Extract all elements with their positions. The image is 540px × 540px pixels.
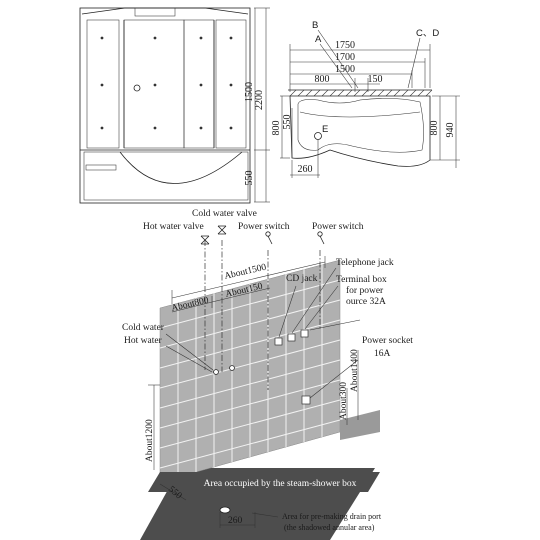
drain-e	[314, 132, 322, 140]
power-switch-2-label: Power switch	[312, 222, 364, 232]
wall-hatch	[288, 89, 433, 97]
tub-apron-curve	[119, 151, 243, 184]
label-e: E	[322, 124, 328, 135]
power-socket-amp: 16A	[374, 349, 391, 359]
power-switch-1-label: Power switch	[238, 222, 290, 232]
hot-water-valve-label: Hot water valve	[143, 222, 204, 232]
tub-inner	[297, 98, 424, 153]
ource-label: ource 32A	[346, 297, 386, 307]
about1200-label: About1200	[145, 419, 155, 462]
cold-water-label: Cold water	[122, 323, 165, 333]
about1400-label: About1400	[350, 349, 360, 392]
label-cd: C、D	[416, 28, 439, 39]
power-socket-box	[301, 395, 311, 405]
about300-label: About300	[339, 382, 349, 420]
power-switch-1	[265, 231, 273, 245]
dim-260-top: 260	[298, 164, 313, 175]
dim-2200: 2200	[254, 90, 265, 110]
cold-water-valve	[217, 225, 227, 235]
dim-1500: 1500	[244, 82, 255, 102]
cd-jack-label: CD jack	[286, 274, 318, 284]
cold-water-outlet	[213, 369, 219, 375]
top-view: 1750 1700 1500 800 150 B A C、D	[271, 20, 460, 178]
terminal-box	[300, 329, 309, 338]
telephone-jack-label: Telephone jack	[336, 258, 394, 268]
right-side-panel	[215, 19, 247, 149]
dim-550: 550	[244, 171, 255, 186]
label-a: A	[315, 34, 322, 45]
cabinet-top-cap	[81, 7, 249, 15]
dim-940: 940	[445, 123, 456, 138]
drain-port	[219, 506, 231, 514]
occupied-area-band	[148, 472, 380, 492]
hot-water-label: Hot water	[124, 336, 163, 346]
dim-800: 800	[315, 74, 330, 85]
dim-800-left: 800	[271, 121, 282, 136]
area-occupied-label: Area occupied by the steam-shower box	[204, 479, 357, 489]
install-view: Area occupied by the steam-shower box Co…	[122, 209, 413, 540]
for-power-label: for power	[346, 285, 384, 296]
terminal-box-label: Terminal box	[336, 275, 387, 285]
telephone-jack-box	[287, 333, 296, 342]
drain-note-line2: (the shadowed annular area)	[284, 523, 375, 532]
cd-jack-box	[274, 337, 283, 346]
cabinet-base	[83, 151, 249, 201]
tub-outline	[289, 95, 431, 167]
dim-1750: 1750	[335, 40, 355, 51]
tile-grid	[159, 264, 341, 477]
right-door-panel	[183, 19, 215, 149]
panel-decorations	[100, 36, 233, 130]
left-side-panel	[86, 19, 120, 149]
power-socket-label: Power socket	[362, 336, 413, 346]
drain-note-line1: Area for pre-making drain port	[282, 512, 382, 521]
dim-150: 150	[368, 74, 383, 85]
power-switch-2	[317, 231, 325, 245]
dim-1700: 1700	[335, 52, 355, 63]
dim-800-right: 800	[429, 121, 440, 136]
hot-water-valve	[200, 235, 210, 245]
door-knob	[133, 84, 141, 92]
cabinet-outline	[79, 7, 251, 204]
cold-water-valve-label: Cold water valve	[192, 209, 257, 219]
dim-260-floor: 260	[228, 516, 243, 526]
dim-550-left: 550	[282, 115, 293, 130]
label-b: B	[312, 20, 318, 31]
front-view: 1500 550 2200	[79, 7, 270, 204]
hot-water-outlet	[229, 365, 235, 371]
about1500-label: About1500	[223, 263, 267, 282]
